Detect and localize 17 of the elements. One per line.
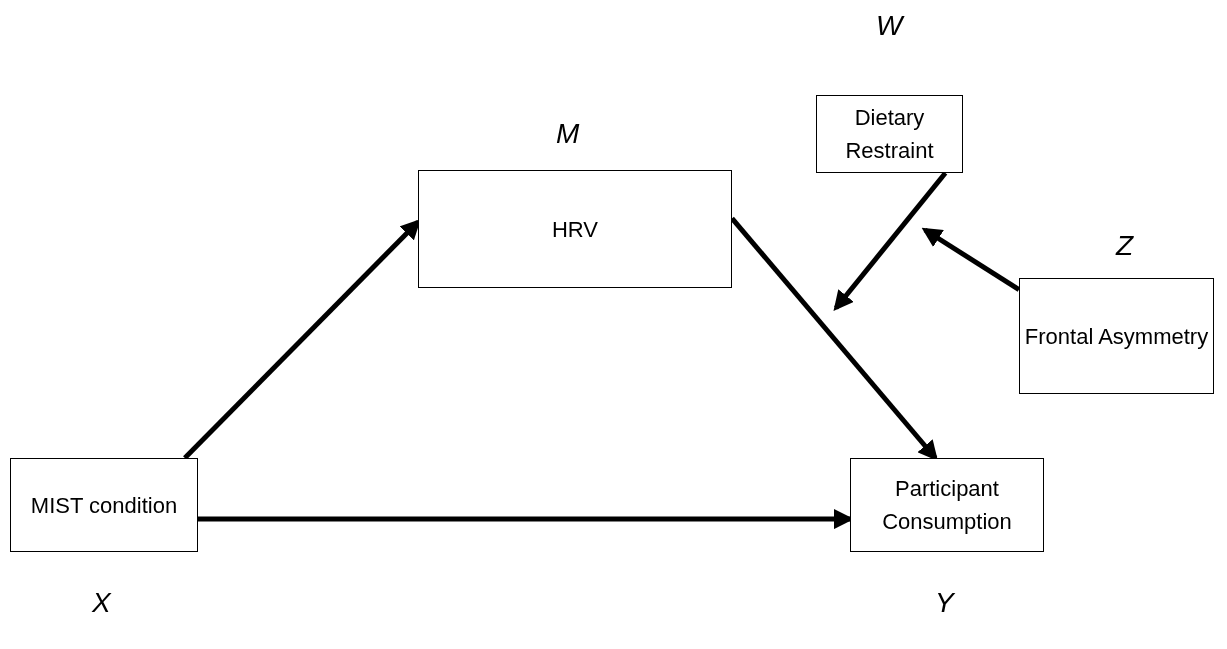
arrow [921, 227, 1021, 292]
variable-symbol: M [556, 118, 580, 150]
variable-symbol: W [876, 10, 903, 42]
arrow [833, 171, 948, 312]
variable-box [816, 95, 963, 173]
variable-symbol: Z [1116, 230, 1134, 262]
variable-symbol: X [92, 587, 111, 619]
variable-label: MIST condition [30, 491, 178, 520]
variable-box [1019, 278, 1214, 394]
variable-box [418, 170, 732, 288]
variable-label: Participant Consumption [881, 475, 1013, 536]
variable-label: Frontal Asymmetry [1024, 322, 1209, 351]
variable-label: HRV [551, 215, 599, 244]
variable-label: Dietary Restraint [844, 104, 935, 165]
variable-box [850, 458, 1044, 552]
variable-symbol: Y [935, 587, 954, 619]
variable-box [10, 458, 198, 552]
